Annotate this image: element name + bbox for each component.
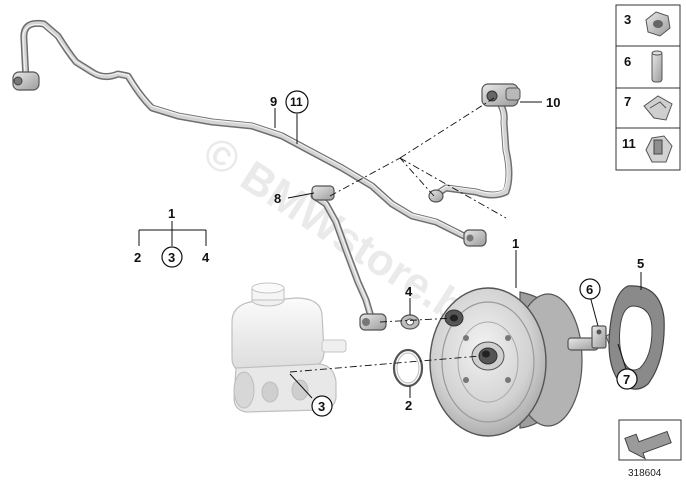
brake-booster bbox=[429, 287, 599, 437]
hose-clip-icon bbox=[645, 135, 673, 163]
callout-2-group: 2 bbox=[134, 250, 141, 265]
pipe-end-fitting-left bbox=[12, 71, 40, 91]
o-ring bbox=[392, 348, 424, 388]
callout-1-booster: 1 bbox=[512, 236, 519, 251]
pin-icon bbox=[651, 50, 663, 83]
master-cylinder-reservoir bbox=[231, 282, 347, 413]
vacuum-hose-upper bbox=[428, 83, 521, 203]
callout-9: 9 bbox=[270, 94, 277, 109]
hose-end-clip bbox=[428, 189, 444, 203]
hex-nut-icon bbox=[645, 11, 671, 37]
callout-labels: 1 2 3 4 9 11 10 8 4 1 6 5 7 2 3 bbox=[134, 90, 644, 417]
legend-item-3: 3 bbox=[624, 11, 671, 37]
callout-4-group: 4 bbox=[202, 250, 210, 265]
legend-label: 6 bbox=[624, 54, 631, 69]
pipe-end-fitting-right bbox=[463, 229, 487, 247]
direction-indicator: 318604 bbox=[618, 419, 682, 479]
callout-3-group: 3 bbox=[168, 250, 175, 265]
parts-legend: 3 6 7 11 bbox=[615, 4, 681, 171]
callout-7-circle bbox=[616, 368, 638, 390]
gasket bbox=[608, 285, 665, 390]
callout-5: 5 bbox=[637, 256, 644, 271]
callout-3-group-circle bbox=[161, 246, 183, 268]
arrow-icon bbox=[624, 430, 672, 460]
connector-hose bbox=[310, 185, 387, 331]
check-valve bbox=[481, 83, 521, 107]
legend-label: 3 bbox=[624, 12, 631, 27]
clip-icon bbox=[643, 95, 673, 121]
clevis-pin bbox=[591, 325, 607, 349]
callout-6: 6 bbox=[586, 282, 593, 297]
callout-3-reservoir-circle bbox=[311, 395, 333, 417]
callout-10: 10 bbox=[546, 95, 560, 110]
callout-2-o-ring: 2 bbox=[405, 398, 412, 413]
callout-1-group: 1 bbox=[168, 206, 175, 221]
legend-item-7: 7 bbox=[624, 94, 673, 121]
assembly-lines bbox=[289, 97, 507, 373]
hose-fitting-top bbox=[311, 185, 335, 201]
callout-7: 7 bbox=[623, 372, 630, 387]
legend-item-6: 6 bbox=[624, 50, 663, 83]
callout-11: 11 bbox=[290, 95, 303, 109]
legend-label: 7 bbox=[624, 94, 631, 109]
callout-3-reservoir: 3 bbox=[318, 399, 325, 414]
leader-lines bbox=[138, 101, 642, 399]
callout-11-circle bbox=[285, 90, 309, 114]
diagram-number: 318604 bbox=[628, 468, 662, 479]
callout-4: 4 bbox=[405, 284, 413, 299]
callout-6-circle bbox=[579, 278, 601, 300]
grommet bbox=[400, 314, 420, 330]
vacuum-pipe bbox=[12, 19, 487, 247]
legend-label: 11 bbox=[622, 136, 636, 151]
callout-8: 8 bbox=[274, 191, 281, 206]
legend-item-11: 11 bbox=[622, 135, 673, 163]
